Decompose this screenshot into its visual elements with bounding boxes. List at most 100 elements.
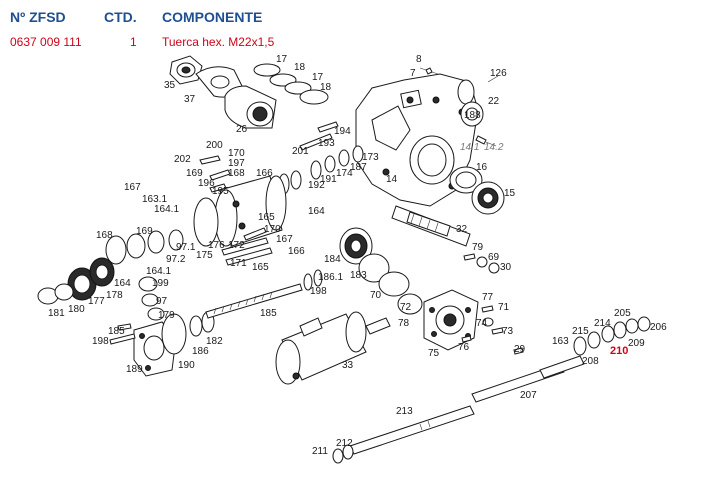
part-label-79: 79 bbox=[472, 242, 484, 253]
column-header-part-number: Nº ZFSD bbox=[10, 9, 66, 25]
part-label-165: 165 bbox=[258, 212, 275, 223]
selected-quantity: 1 bbox=[130, 35, 137, 49]
part-label-182: 182 bbox=[206, 336, 223, 347]
part-97-gear-cluster bbox=[105, 229, 184, 265]
part-188-ring bbox=[460, 101, 484, 127]
part-71-77-ring bbox=[397, 293, 423, 315]
selected-part-number[interactable]: 0637 009 111 bbox=[10, 35, 82, 49]
part-label-74: 74 bbox=[476, 318, 488, 329]
part-185-198-rings bbox=[37, 283, 74, 305]
part-label-170: 170 bbox=[264, 224, 281, 235]
part-label-210[interactable]: 210 bbox=[610, 345, 628, 357]
part-label-26: 26 bbox=[236, 124, 248, 135]
part-label-14: 14 bbox=[386, 174, 398, 185]
part-label-168: 168 bbox=[228, 168, 245, 179]
part-label-180: 180 bbox=[68, 304, 85, 315]
part-label-172: 172 bbox=[228, 240, 245, 251]
column-header-component: COMPONENTE bbox=[162, 9, 263, 25]
part-label-186-1: 186.1 bbox=[318, 272, 343, 283]
part-72-ring bbox=[358, 253, 390, 283]
part-14.1-14.2-screw bbox=[475, 135, 497, 147]
part-label-209: 209 bbox=[628, 338, 645, 349]
part-label-69: 69 bbox=[488, 252, 500, 263]
part-label-14-1: 14.1 bbox=[460, 142, 479, 153]
part-label-14-2: 14.2 bbox=[484, 142, 504, 153]
part-17-18-rings bbox=[253, 63, 329, 105]
part-label-72: 72 bbox=[400, 302, 412, 313]
part-label-170: 170 bbox=[228, 148, 245, 159]
part-203-204-rings bbox=[332, 444, 354, 464]
part-label-184: 184 bbox=[324, 254, 341, 265]
part-label-190: 190 bbox=[178, 360, 195, 371]
part-label-179: 179 bbox=[158, 310, 175, 321]
part-213-214-rings bbox=[573, 331, 601, 356]
column-header-quantity: CTD. bbox=[104, 9, 137, 25]
part-179-177-small bbox=[138, 276, 165, 321]
part-200-202-bolts bbox=[299, 121, 339, 151]
part-215-bolt bbox=[513, 347, 524, 355]
part-label-207: 207 bbox=[520, 390, 537, 401]
part-171-172-pins bbox=[221, 227, 273, 266]
part-label-7: 7 bbox=[410, 68, 416, 79]
part-label-163-1: 163.1 bbox=[142, 194, 167, 205]
part-label-78: 78 bbox=[398, 318, 410, 329]
part-label-167: 167 bbox=[124, 182, 141, 193]
part-163.1-cylinder bbox=[214, 175, 287, 247]
part-14-housing bbox=[355, 73, 479, 207]
part-8-7-pin bbox=[419, 67, 439, 75]
part-label-8: 8 bbox=[416, 54, 422, 65]
part-label-193: 193 bbox=[318, 138, 335, 149]
part-label-189: 189 bbox=[126, 364, 143, 375]
part-label-213: 213 bbox=[396, 406, 413, 417]
part-label-195: 195 bbox=[212, 186, 229, 197]
part-180-181-gears bbox=[67, 257, 115, 301]
part-label-71: 71 bbox=[498, 302, 510, 313]
part-182-ring bbox=[161, 313, 187, 355]
part-label-30: 30 bbox=[500, 262, 512, 273]
part-label-164-1: 164.1 bbox=[154, 204, 179, 215]
part-30-33-small bbox=[463, 253, 500, 274]
part-label-163: 163 bbox=[552, 336, 569, 347]
part-70-bearing bbox=[339, 227, 373, 265]
part-label-176: 176 bbox=[208, 240, 225, 251]
part-label-75: 75 bbox=[428, 348, 440, 359]
part-label-188: 188 bbox=[464, 110, 481, 121]
part-16-ring bbox=[449, 166, 483, 194]
part-label-164: 164 bbox=[308, 206, 325, 217]
part-label-164: 164 bbox=[114, 278, 131, 289]
part-label-37: 37 bbox=[184, 94, 196, 105]
part-label-32: 32 bbox=[456, 224, 468, 235]
part-label-175: 175 bbox=[196, 250, 213, 261]
part-label-183: 183 bbox=[350, 270, 367, 281]
part-78-ring bbox=[378, 271, 410, 297]
part-label-214: 214 bbox=[594, 318, 611, 329]
part-label-76: 76 bbox=[458, 342, 470, 353]
part-label-18: 18 bbox=[320, 82, 332, 93]
part-label-173: 173 bbox=[362, 152, 379, 163]
part-label-198: 198 bbox=[92, 336, 109, 347]
part-label-194: 194 bbox=[334, 126, 351, 137]
part-163-piston bbox=[275, 311, 391, 385]
part-label-17: 17 bbox=[276, 54, 288, 65]
part-label-201: 201 bbox=[292, 146, 309, 157]
part-label-169: 169 bbox=[136, 226, 153, 237]
part-73-76-small bbox=[461, 305, 504, 343]
part-label-70: 70 bbox=[370, 290, 382, 301]
part-26-bearing bbox=[224, 85, 277, 129]
part-label-185: 185 bbox=[260, 308, 277, 319]
part-label-126: 126 bbox=[490, 68, 507, 79]
part-label-168: 168 bbox=[96, 230, 113, 241]
part-label-22: 22 bbox=[488, 96, 500, 107]
part-29-worm-shaft bbox=[391, 205, 471, 247]
part-165-170-small bbox=[199, 155, 231, 193]
selected-component: Tuerca hex. M22x1,5 bbox=[162, 35, 275, 49]
part-label-181: 181 bbox=[48, 308, 65, 319]
part-69-cover bbox=[423, 289, 479, 351]
part-label-169: 169 bbox=[186, 168, 203, 179]
part-label-208: 208 bbox=[582, 356, 599, 367]
part-label-174: 174 bbox=[336, 168, 353, 179]
part-212-shaft bbox=[471, 355, 585, 403]
part-205-210-rings bbox=[601, 316, 651, 343]
